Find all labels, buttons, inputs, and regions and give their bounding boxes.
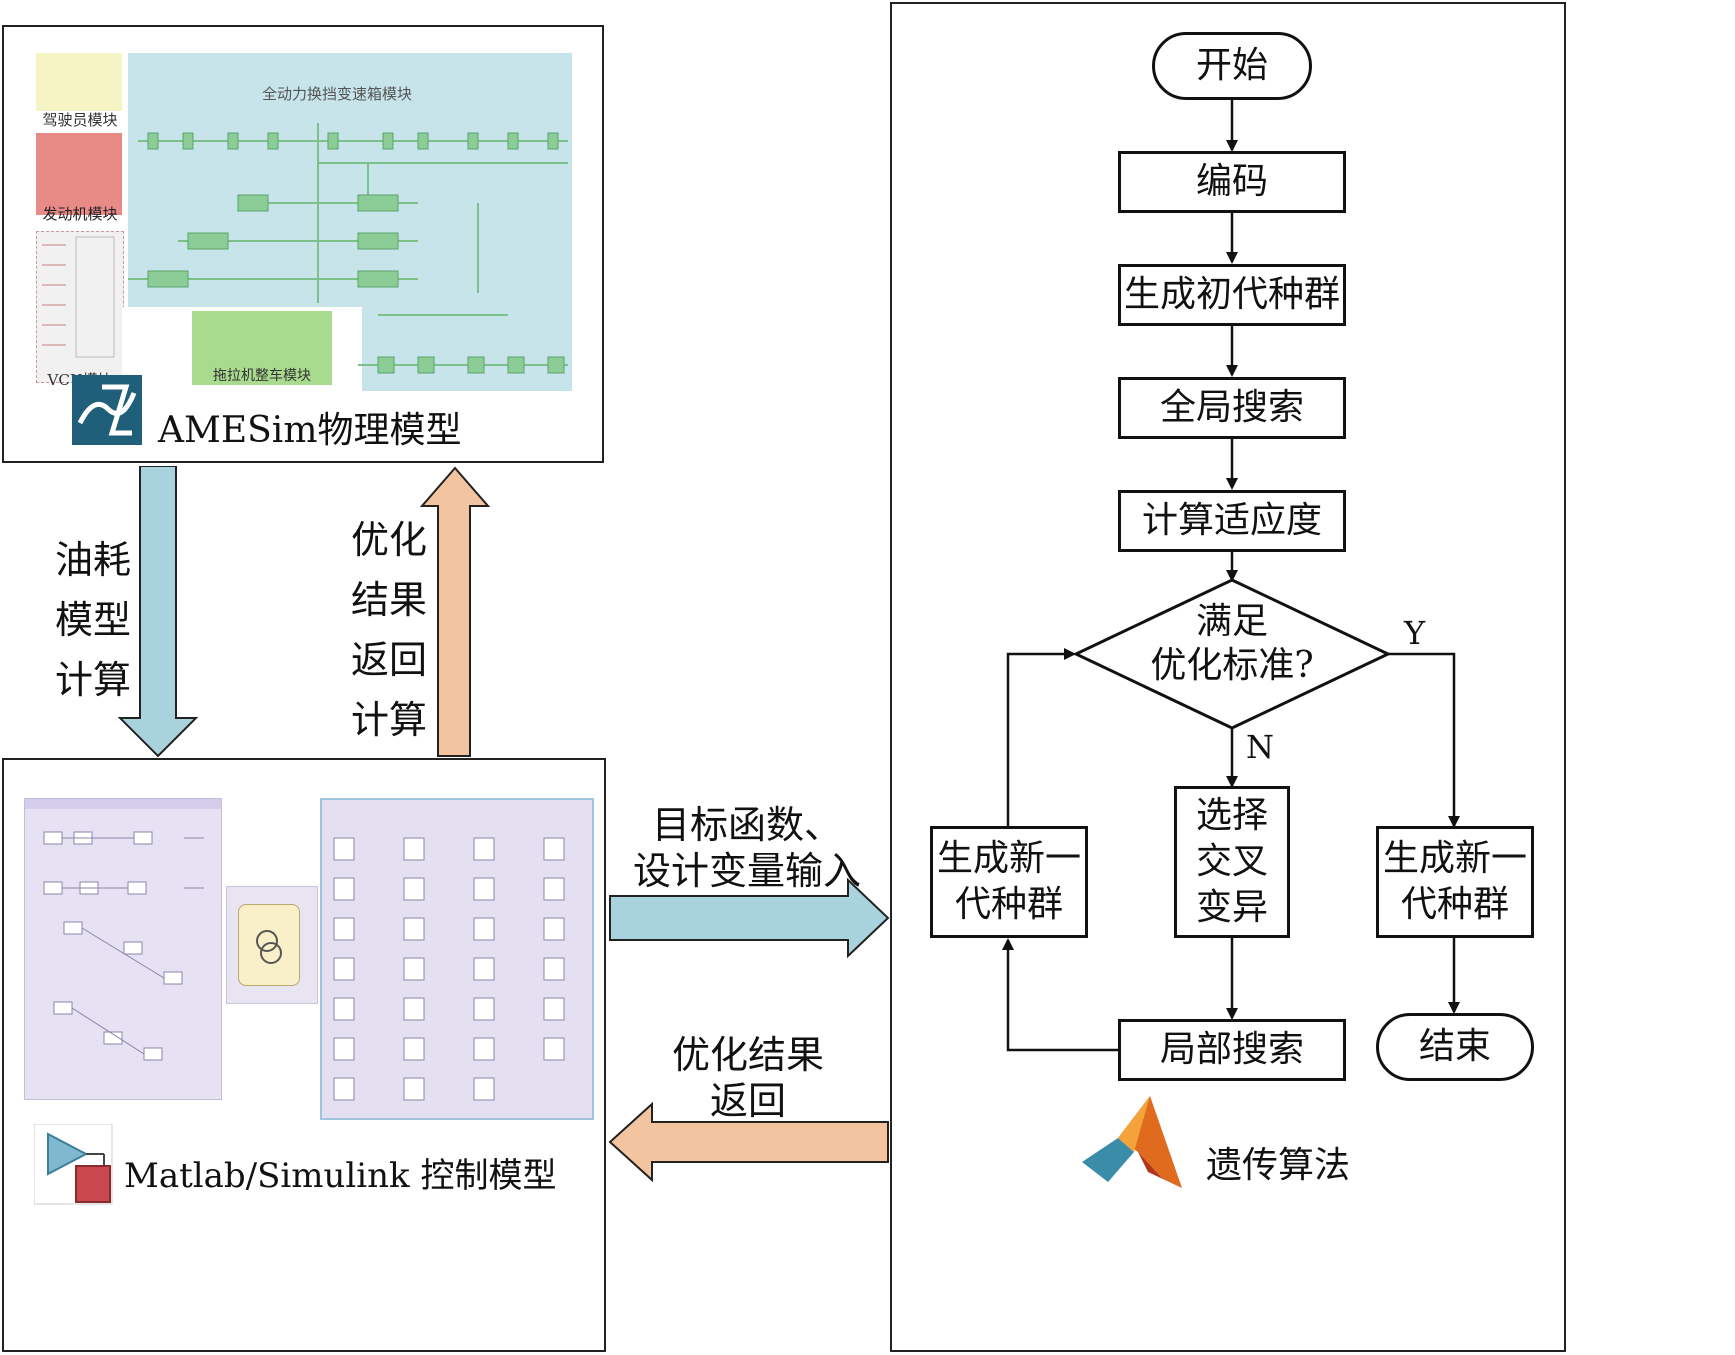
- new-generation-right-node: 生成新一 代种群: [1376, 826, 1534, 938]
- down-arrow-label: 油耗 模型 计算: [54, 538, 131, 702]
- gearbox-module-title: 全动力换挡变速箱模块: [262, 85, 413, 103]
- new-generation-left-node: 生成新一 代种群: [930, 826, 1088, 938]
- simulink-stateflow-chart: [238, 904, 300, 986]
- engine-module-block: [36, 133, 122, 215]
- engine-module-label: 发动机模块: [42, 205, 118, 223]
- simulink-blocks: [43, 831, 565, 1101]
- driver-module-label: 驾驶员模块: [42, 111, 118, 129]
- right-arrow: [609, 878, 890, 958]
- selection-crossover-mutation-node: 选择 交叉 变异: [1174, 786, 1290, 938]
- matlab-logo-icon: [1082, 1096, 1182, 1188]
- encode-node: 编码: [1118, 151, 1346, 213]
- amesim-schematic: 驾驶员模块 发动机模块 VCU模块 拖拉机整车模块 全动力换挡变速箱模块: [32, 53, 572, 393]
- yes-label: Y: [1404, 614, 1426, 652]
- left-arrow: [608, 1102, 889, 1182]
- end-node: 结束: [1376, 1013, 1534, 1081]
- left-arrow-label: 优化结果 返回: [671, 1033, 824, 1123]
- driver-module-block: [36, 53, 122, 111]
- no-label: N: [1246, 728, 1274, 766]
- flowchart-footer: 遗传算法: [1206, 1145, 1351, 1186]
- amesim-logo-icon: [72, 375, 142, 445]
- subsystem-left-titlebar: [25, 799, 221, 809]
- simulink-panel: Matlab/Simulink 控制模型: [2, 758, 606, 1352]
- stateflow-icon: [256, 930, 282, 964]
- gearbox-schematic-lines: [128, 123, 568, 374]
- vcu-pin-lines: [42, 236, 115, 358]
- down-arrow: [118, 466, 198, 758]
- tractor-module-label: 拖拉机整车模块: [213, 368, 311, 384]
- amesim-caption: AMESim物理模型: [158, 410, 462, 451]
- fitness-node: 计算适应度: [1118, 490, 1346, 552]
- init-population-node: 生成初代种群: [1118, 264, 1346, 326]
- simulink-subsystem-left: [24, 798, 222, 1100]
- simulink-logo-icon: [34, 1124, 113, 1205]
- simulink-caption: Matlab/Simulink 控制模型: [124, 1156, 557, 1196]
- global-search-node: 全局搜索: [1118, 377, 1346, 439]
- amesim-panel: 驾驶员模块 发动机模块 VCU模块 拖拉机整车模块 全动力换挡变速箱模块: [2, 25, 604, 463]
- right-arrow-label: 目标函数、 设计变量输入: [632, 803, 861, 893]
- decision-diamond: [1072, 578, 1392, 730]
- local-search-node: 局部搜索: [1118, 1019, 1346, 1081]
- up-arrow: [420, 466, 490, 757]
- decision-label: 满足 优化标准?: [1150, 601, 1314, 686]
- tractor-module-inner: [192, 311, 332, 385]
- up-arrow-label: 优化 结果 返回 计算: [350, 518, 427, 742]
- start-node: 开始: [1152, 32, 1312, 100]
